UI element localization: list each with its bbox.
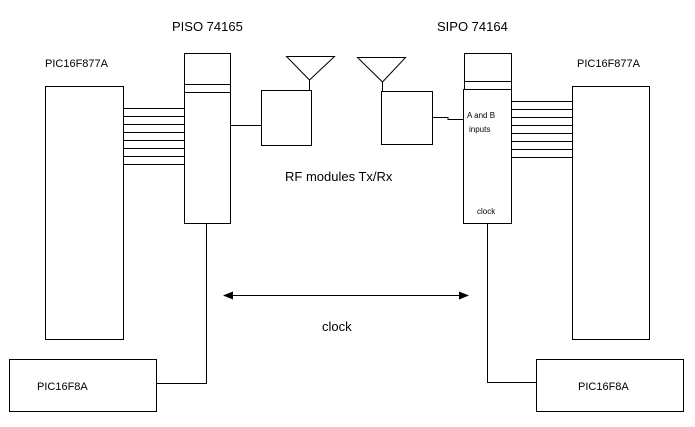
rf-tx-module xyxy=(261,90,312,146)
parallel-bus-left xyxy=(123,108,184,165)
piso-top-connector xyxy=(184,53,231,85)
rf-modules-label: RF modules Tx/Rx xyxy=(285,169,393,184)
aux-left-label: PIC16F8A xyxy=(37,381,88,393)
piso-label: PISO 74165 xyxy=(172,19,243,34)
clock-label: clock xyxy=(322,319,352,334)
sipo-inputs-label-1: A and B xyxy=(467,111,495,120)
mcu-left-label: PIC16F877A xyxy=(45,58,109,70)
sipo-top-connector xyxy=(464,53,512,82)
sipo-to-aux-right-wire xyxy=(487,223,536,383)
mcu-right-label: PIC16F877A xyxy=(577,58,641,70)
tx-antenna-icon xyxy=(285,56,336,81)
mcu-right-box xyxy=(572,86,650,340)
rx-to-sipo-wire xyxy=(432,117,465,120)
sipo-top-connector-base xyxy=(464,81,512,90)
sipo-label: SIPO 74164 xyxy=(437,19,508,34)
sipo-clock-label: clock xyxy=(477,207,496,216)
aux-left-box xyxy=(9,359,157,412)
piso-chip xyxy=(184,92,231,224)
parallel-bus-right xyxy=(511,101,572,158)
rx-antenna-icon xyxy=(356,57,407,83)
sipo-inputs-label-2: inputs xyxy=(469,125,490,134)
piso-top-connector-base xyxy=(184,84,231,93)
aux-right-box xyxy=(536,359,684,412)
sipo-chip xyxy=(463,89,512,224)
mcu-left-box xyxy=(45,86,124,340)
rf-rx-module xyxy=(381,91,433,145)
piso-to-aux-left-wire xyxy=(157,223,207,384)
aux-right-label: PIC16F8A xyxy=(578,381,629,393)
